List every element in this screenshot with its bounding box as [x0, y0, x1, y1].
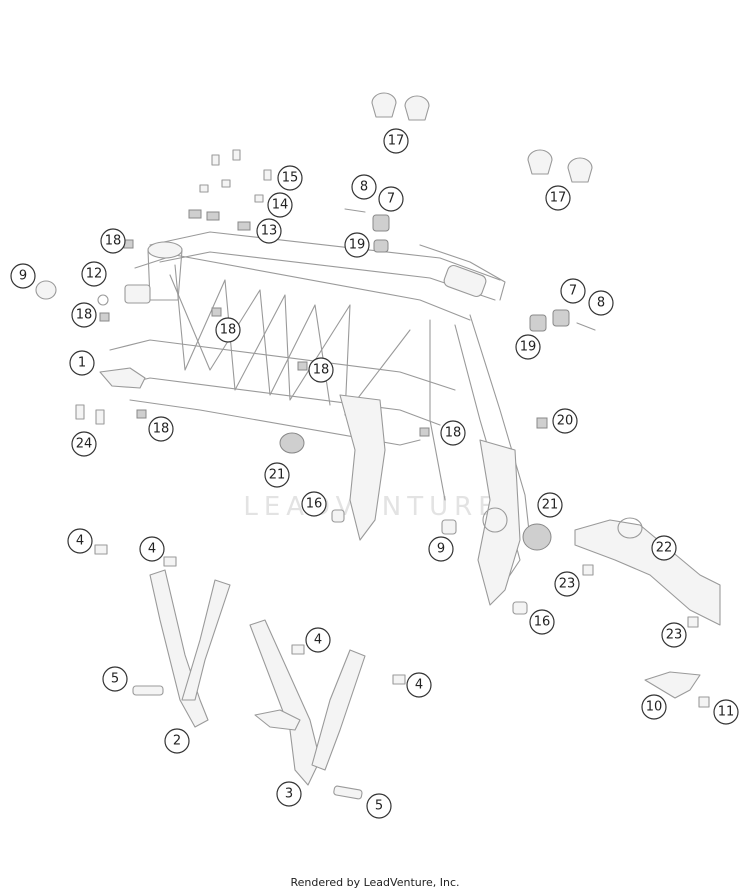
callout-24-label: 24 — [76, 437, 93, 452]
callout-10[interactable]: 10 — [641, 694, 667, 720]
callout-8[interactable]: 8 — [351, 174, 377, 200]
callout-12[interactable]: 12 — [81, 261, 107, 287]
callout-1[interactable]: 1 — [69, 350, 95, 376]
callout-18[interactable]: 18 — [440, 420, 466, 446]
callout-16-label: 16 — [306, 497, 323, 512]
brackets — [149, 517, 721, 786]
callout-7[interactable]: 7 — [560, 278, 586, 304]
callout-21-label: 21 — [542, 498, 559, 513]
callout-9-label: 9 — [19, 269, 27, 284]
callout-4[interactable]: 4 — [406, 672, 432, 698]
callout-11[interactable]: 11 — [713, 699, 739, 725]
callout-19-label: 19 — [349, 238, 366, 253]
callout-4-label: 4 — [314, 633, 322, 648]
callout-5-label: 5 — [111, 672, 119, 687]
callout-18-label: 18 — [76, 308, 93, 323]
callout-5[interactable]: 5 — [366, 793, 392, 819]
callout-8[interactable]: 8 — [588, 290, 614, 316]
callout-9[interactable]: 9 — [428, 536, 454, 562]
callout-17[interactable]: 17 — [383, 128, 409, 154]
callout-3-label: 3 — [285, 787, 293, 802]
callout-5-label: 5 — [375, 799, 383, 814]
callout-23[interactable]: 23 — [554, 571, 580, 597]
callout-8-label: 8 — [597, 296, 605, 311]
callout-7[interactable]: 7 — [378, 186, 404, 212]
callout-18-label: 18 — [105, 234, 122, 249]
callout-18-label: 18 — [313, 363, 330, 378]
hardware — [35, 92, 710, 800]
callout-17[interactable]: 17 — [545, 185, 571, 211]
callout-18-label: 18 — [153, 422, 170, 437]
callout-14[interactable]: 14 — [267, 192, 293, 218]
callout-2-label: 2 — [173, 734, 181, 749]
callout-21[interactable]: 21 — [264, 462, 290, 488]
callout-18[interactable]: 18 — [308, 357, 334, 383]
callout-19-label: 19 — [520, 340, 537, 355]
callout-19[interactable]: 19 — [344, 232, 370, 258]
callout-18[interactable]: 18 — [71, 302, 97, 328]
callout-13-label: 13 — [261, 224, 278, 239]
callout-14-label: 14 — [272, 198, 289, 213]
callout-21-label: 21 — [269, 468, 286, 483]
callout-4-label: 4 — [148, 542, 156, 557]
callout-16[interactable]: 16 — [529, 609, 555, 635]
callout-5[interactable]: 5 — [102, 666, 128, 692]
frame-assembly — [99, 231, 531, 606]
callout-24[interactable]: 24 — [71, 431, 97, 457]
callout-18[interactable]: 18 — [100, 228, 126, 254]
callout-4[interactable]: 4 — [139, 536, 165, 562]
callout-15[interactable]: 15 — [277, 165, 303, 191]
callout-23[interactable]: 23 — [661, 622, 687, 648]
callout-20[interactable]: 20 — [552, 408, 578, 434]
callout-10-label: 10 — [646, 700, 663, 715]
callout-21[interactable]: 21 — [537, 492, 563, 518]
callout-18-label: 18 — [445, 426, 462, 441]
callout-23-label: 23 — [559, 577, 576, 592]
callout-4[interactable]: 4 — [67, 528, 93, 554]
callout-15-label: 15 — [282, 171, 299, 186]
callout-18-label: 18 — [220, 323, 237, 338]
callout-16-label: 16 — [534, 615, 551, 630]
callout-4-label: 4 — [415, 678, 423, 693]
callout-20-label: 20 — [557, 414, 574, 429]
callout-4-label: 4 — [76, 534, 84, 549]
callout-22[interactable]: 22 — [651, 535, 677, 561]
callout-13[interactable]: 13 — [256, 218, 282, 244]
callout-3[interactable]: 3 — [276, 781, 302, 807]
callout-9[interactable]: 9 — [10, 263, 36, 289]
callout-7-label: 7 — [569, 284, 577, 299]
callout-11-label: 11 — [718, 705, 735, 720]
callout-4[interactable]: 4 — [305, 627, 331, 653]
callout-18[interactable]: 18 — [148, 416, 174, 442]
callout-2[interactable]: 2 — [164, 728, 190, 754]
callout-17-label: 17 — [550, 191, 567, 206]
footer-credit: Rendered by LeadVenture, Inc. — [290, 876, 460, 889]
callout-7-label: 7 — [387, 192, 395, 207]
callout-19[interactable]: 19 — [515, 334, 541, 360]
callout-22-label: 22 — [656, 541, 673, 556]
callout-1-label: 1 — [78, 356, 86, 371]
callout-23-label: 23 — [666, 628, 683, 643]
callout-12-label: 12 — [86, 267, 103, 282]
callout-17-label: 17 — [388, 134, 405, 149]
callout-16[interactable]: 16 — [301, 491, 327, 517]
callout-8-label: 8 — [360, 180, 368, 195]
callout-18[interactable]: 18 — [215, 317, 241, 343]
callout-9-label: 9 — [437, 542, 445, 557]
